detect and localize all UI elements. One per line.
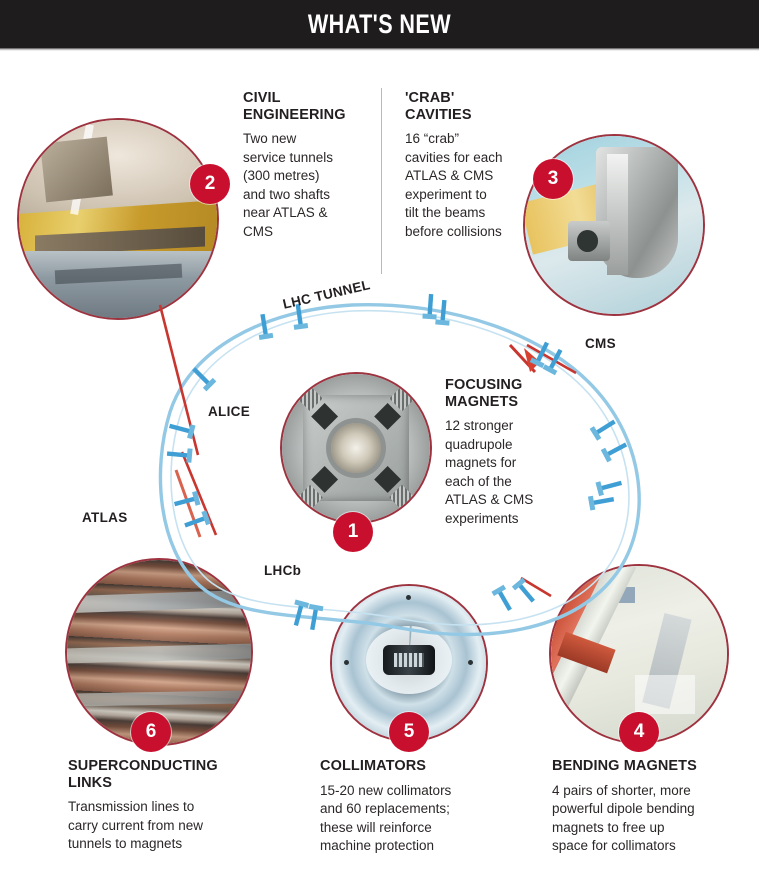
callout-body-focusing-magnets: 12 stronger quadrupole magnets for each …	[445, 418, 534, 526]
badge-4: 4	[619, 712, 659, 752]
leader-line-3	[526, 343, 577, 375]
callout-title-collimators: COLLIMATORS	[320, 758, 427, 774]
ring-label-alice: ALICE	[208, 404, 250, 419]
callout-title-crab-cavities: 'CRAB' CAVITIES	[405, 90, 472, 123]
cms-arrow	[524, 348, 540, 372]
column-divider	[381, 88, 382, 274]
callout-body-collimators: 15-20 new collimators and 60 replacement…	[320, 782, 452, 854]
badge-3: 3	[533, 159, 573, 199]
badge-6: 6	[131, 712, 171, 752]
callout-civil-engineering: CIVIL ENGINEERING Two new service tunnel…	[243, 90, 373, 241]
photo-civil-engineering	[17, 118, 219, 320]
callout-focusing-magnets: FOCUSING MAGNETS 12 stronger quadrupole …	[445, 377, 575, 528]
callout-body-bending-magnets: 4 pairs of shorter, more powerful dipole…	[552, 782, 695, 854]
badge-5: 5	[389, 712, 429, 752]
ring-label-lhc-tunnel: LHC TUNNEL	[281, 277, 372, 312]
callout-bending-magnets: BENDING MAGNETS 4 pairs of shorter, more…	[552, 758, 757, 856]
photo-focusing-magnets	[280, 372, 432, 524]
header-bar: WHAT'S NEW	[0, 0, 759, 48]
callout-body-superconducting-links: Transmission lines to carry current from…	[68, 799, 204, 851]
cms-marker-line	[508, 343, 537, 374]
callout-title-civil-engineering: CIVIL ENGINEERING	[243, 90, 346, 123]
header-divider	[0, 48, 759, 51]
badge-1: 1	[333, 512, 373, 552]
ring-label-atlas: ATLAS	[82, 510, 128, 525]
badge-2: 2	[190, 164, 230, 204]
callout-collimators: COLLIMATORS 15-20 new collimators and 60…	[320, 758, 535, 856]
ring-label-lhcb: LHCb	[264, 563, 302, 578]
callout-superconducting-links: SUPERCONDUCTING LINKS Transmission lines…	[68, 758, 298, 854]
atlas-marker-line	[174, 469, 202, 538]
leader-line-2	[158, 304, 200, 456]
callout-body-crab-cavities: 16 “crab” cavities for each ATLAS & CMS …	[405, 131, 503, 239]
ring-label-cms: CMS	[585, 336, 616, 351]
callout-crab-cavities: 'CRAB' CAVITIES 16 “crab” cavities for e…	[405, 90, 545, 241]
leader-line-4	[520, 576, 552, 598]
page-title: WHAT'S NEW	[307, 8, 452, 39]
callout-title-focusing-magnets: FOCUSING MAGNETS	[445, 377, 523, 410]
photo-crab-cavities	[523, 134, 705, 316]
leader-line-6	[180, 451, 218, 536]
callout-title-superconducting-links: SUPERCONDUCTING LINKS	[68, 758, 218, 791]
callout-body-civil-engineering: Two new service tunnels (300 metres) and…	[243, 131, 334, 239]
callout-title-bending-magnets: BENDING MAGNETS	[552, 758, 697, 774]
